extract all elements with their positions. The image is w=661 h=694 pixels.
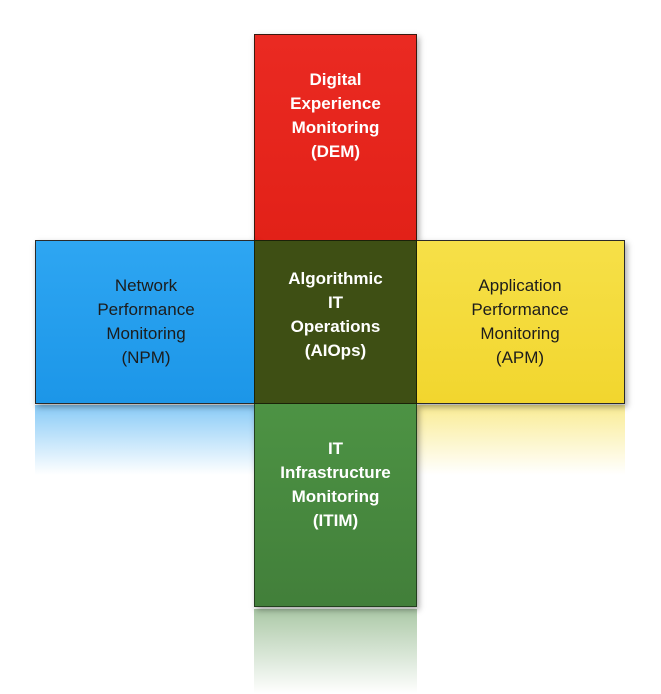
apm-box: Application Performance Monitoring (APM) bbox=[415, 240, 625, 404]
itim-box: IT Infrastructure Monitoring (ITIM) bbox=[254, 402, 417, 607]
apm-reflection bbox=[415, 405, 625, 475]
apm-label: Application Performance Monitoring (APM) bbox=[471, 276, 569, 367]
itim-label: IT Infrastructure Monitoring (ITIM) bbox=[280, 438, 391, 530]
aiops-label: Algorithmic IT Operations (AIOps) bbox=[288, 269, 383, 360]
aiops-box: Algorithmic IT Operations (AIOps) bbox=[254, 240, 417, 404]
itim-reflection bbox=[254, 609, 417, 694]
npm-label: Network Performance Monitoring (NPM) bbox=[97, 276, 195, 367]
npm-box: Network Performance Monitoring (NPM) bbox=[35, 240, 257, 404]
npm-reflection bbox=[35, 405, 257, 475]
dem-label: Digital Experience Monitoring (DEM) bbox=[290, 69, 381, 161]
dem-box: Digital Experience Monitoring (DEM) bbox=[254, 34, 417, 241]
